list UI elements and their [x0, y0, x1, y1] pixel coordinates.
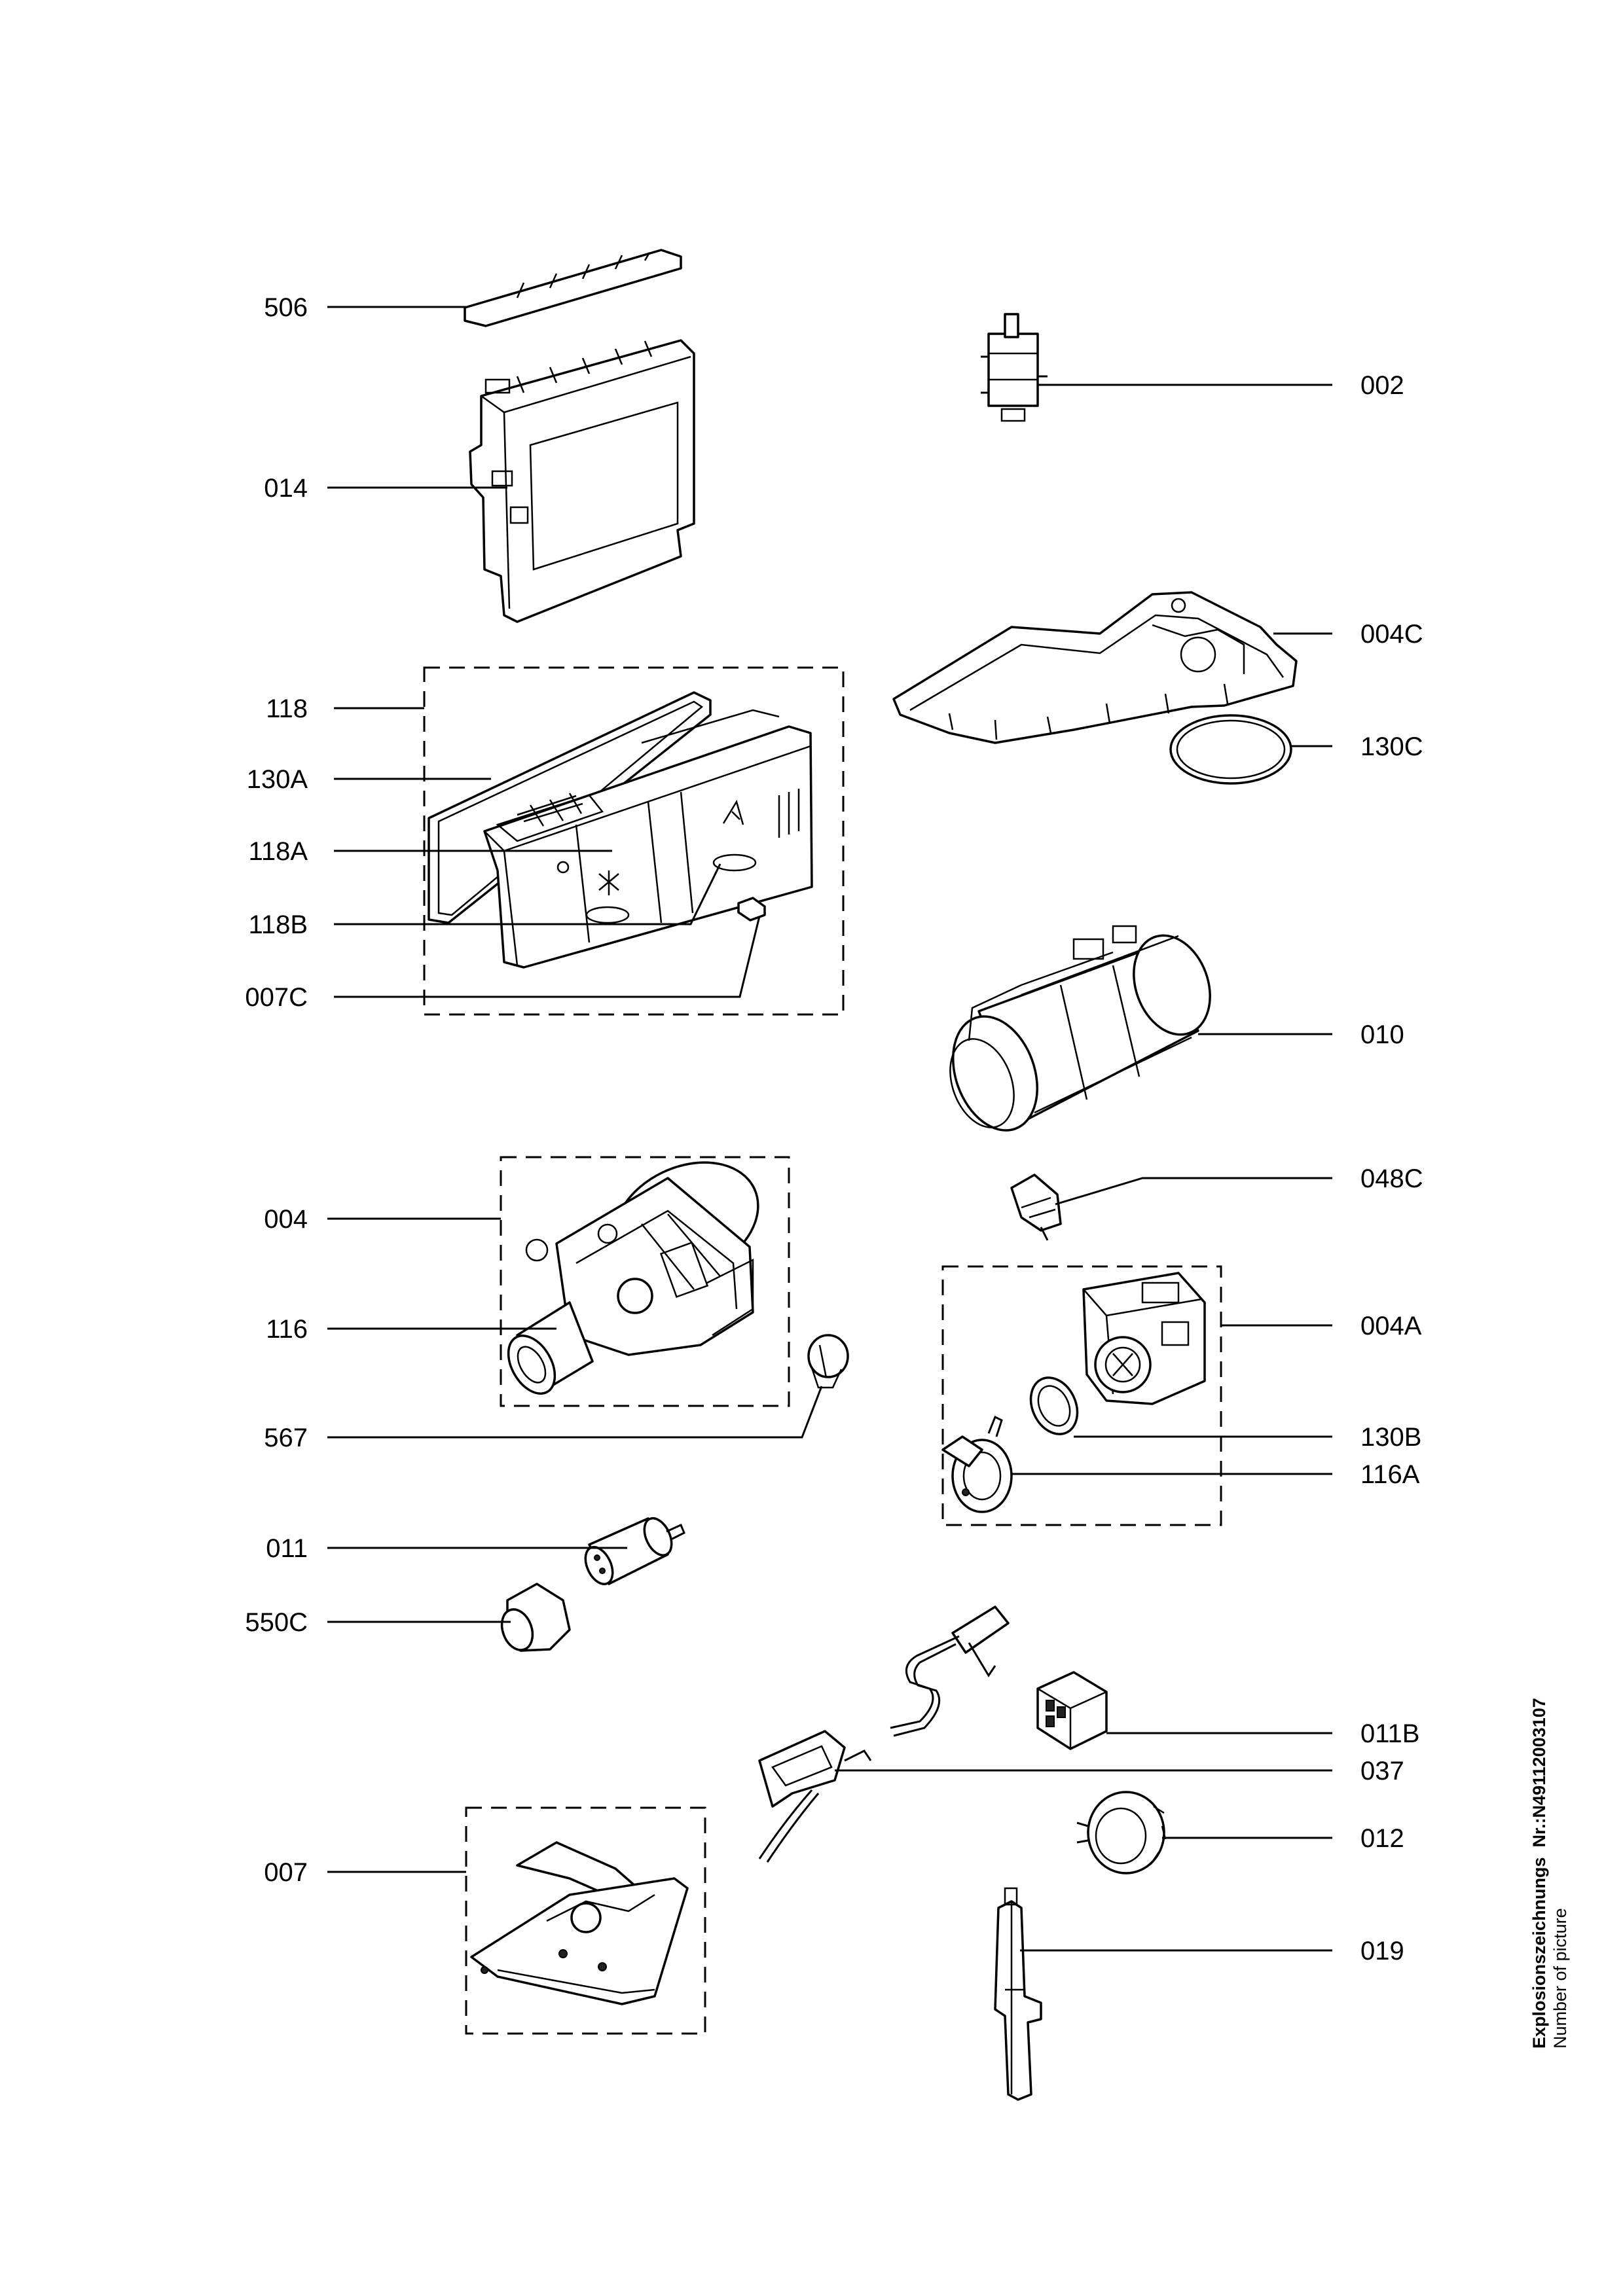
group-box-dispenser [423, 666, 845, 1016]
label-010: 010 [1360, 1020, 1404, 1049]
group-box-pump [500, 1156, 790, 1407]
label-004A: 004A [1360, 1312, 1422, 1340]
label-506: 506 [264, 293, 308, 322]
label-550C: 550C [245, 1608, 308, 1637]
clip-part [737, 897, 766, 922]
rod-part [994, 1887, 1042, 2101]
leader-048C [1055, 1177, 1332, 1206]
label-118A: 118A [249, 837, 308, 866]
ring-gasket-part [1169, 714, 1292, 785]
group-box-drain-pump [941, 1265, 1222, 1526]
label-130C: 130C [1360, 732, 1423, 761]
label-011: 011 [266, 1534, 308, 1563]
label-048C: 048C [1360, 1164, 1423, 1193]
relay-part [1036, 1671, 1108, 1750]
label-014: 014 [264, 474, 308, 503]
label-130B: 130B [1360, 1423, 1421, 1452]
label-004: 004 [264, 1205, 308, 1234]
drawing-number-subtitle: Number of picture [1550, 1908, 1570, 2049]
drain-pump-part [1082, 1272, 1206, 1405]
heater-part [949, 925, 1211, 1132]
leader-118B [334, 863, 721, 925]
cap-part [500, 1583, 571, 1652]
label-116: 116 [266, 1315, 308, 1344]
label-118: 118 [266, 694, 308, 723]
label-019: 019 [1360, 1937, 1404, 1965]
label-007C: 007C [245, 983, 308, 1012]
label-118B: 118B [249, 910, 308, 939]
label-130A: 130A [247, 765, 308, 794]
display-strip-part [464, 249, 682, 327]
leader-007C [334, 916, 761, 998]
label-116A: 116A [1360, 1460, 1420, 1489]
cover-part [892, 591, 1298, 744]
label-567: 567 [264, 1424, 308, 1452]
capacitor-part [584, 1517, 685, 1585]
knob-part [1076, 1791, 1167, 1874]
seal-ring-part [1029, 1376, 1079, 1435]
cable-plug-part [758, 1605, 1010, 1863]
group-box-spray-arm [465, 1806, 706, 2035]
sensor-part [1010, 1174, 1062, 1241]
circulation-pump-part [507, 1161, 759, 1395]
clamp-part [807, 1334, 849, 1389]
electronic-module-part [469, 339, 695, 623]
label-002: 002 [1360, 371, 1404, 400]
label-007: 007 [264, 1858, 308, 1887]
spray-arm-support-part [470, 1841, 689, 2005]
label-011B: 011B [1360, 1719, 1419, 1748]
label-012: 012 [1360, 1824, 1404, 1853]
door-switch-part [981, 313, 1048, 422]
leader-567 [327, 1386, 823, 1439]
label-037: 037 [1360, 1757, 1404, 1785]
pressure-switch-part [941, 1415, 1013, 1513]
label-004C: 004C [1360, 620, 1423, 649]
drawing-number-title: Explosionszeichnungs Nr.:N49112003107 [1529, 1698, 1549, 2049]
detergent-dispenser-part [483, 709, 813, 969]
